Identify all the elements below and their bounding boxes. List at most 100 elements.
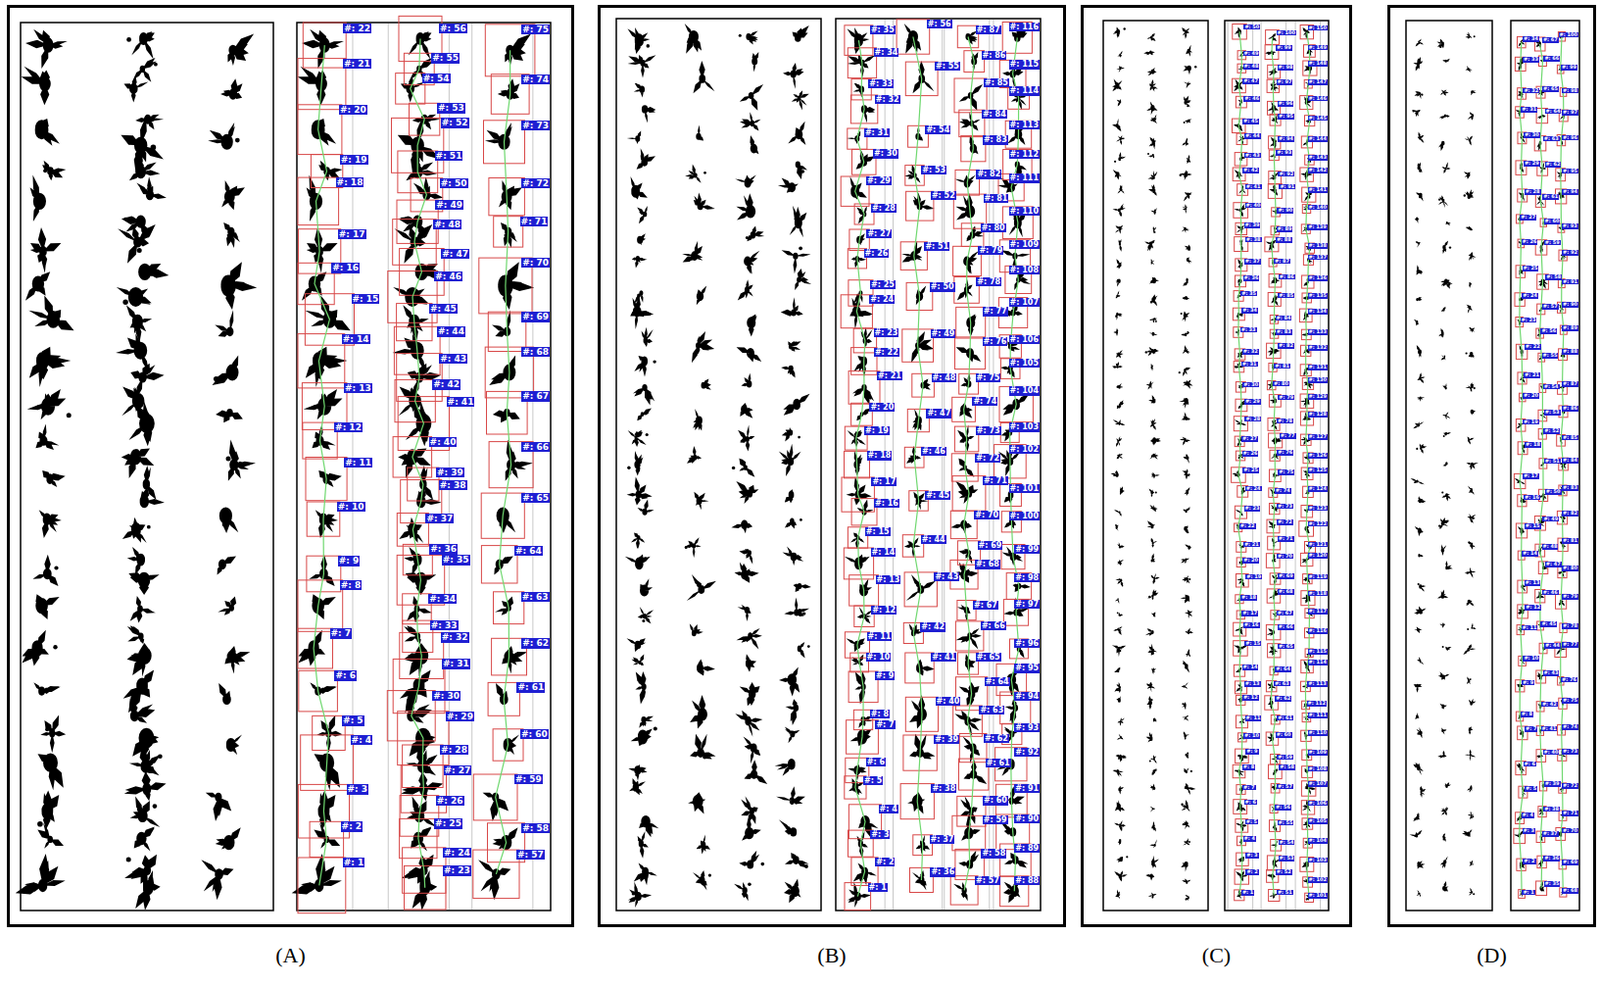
plant-silhouette (627, 131, 641, 145)
callout-number: #: 91 (1014, 783, 1040, 793)
callout-number: #: 57 (516, 849, 545, 860)
callout-number: #: 4 (1521, 812, 1535, 819)
plant-silhouette (311, 118, 337, 146)
callout-number: #: 74 (1561, 724, 1579, 730)
callout-number: #: 49 (1542, 516, 1559, 523)
plant-silhouette (1182, 380, 1193, 389)
plant-silhouette (309, 681, 337, 695)
callout-number: #: 78 (975, 277, 1002, 287)
callout-number: #: 25 (1522, 265, 1540, 272)
callout-number: #: 67 (972, 600, 999, 610)
plant-silhouette (741, 815, 762, 841)
plant-silhouette (1115, 135, 1125, 146)
callout-number: #: 45 (429, 303, 458, 314)
plant-silhouette (1146, 346, 1160, 356)
callout-number: #: 80 (1561, 565, 1579, 572)
plant-silhouette (778, 667, 800, 697)
noise-speck (637, 838, 641, 842)
callout-number: #: 6 (866, 757, 886, 767)
callout-number: #: 47 (1242, 78, 1260, 85)
callout-number: #: 138 (1308, 242, 1328, 249)
plant-silhouette (696, 833, 711, 854)
plant-silhouette (28, 295, 74, 332)
callout-number: #: 36 (1243, 275, 1261, 282)
plant-silhouette (1115, 754, 1127, 763)
plant-silhouette (628, 430, 647, 447)
plant-silhouette (637, 498, 655, 515)
plant-silhouette (1150, 504, 1159, 512)
plant-silhouette (129, 159, 161, 182)
noise-speck (1149, 759, 1152, 762)
callout-number: #: 68 (974, 559, 1001, 569)
noise-speck (1194, 65, 1197, 68)
plant-silhouette (1265, 240, 1276, 252)
plant-silhouette (1181, 820, 1190, 829)
plant-silhouette (1147, 520, 1156, 529)
callout-number: #: 13 (1244, 680, 1261, 687)
plant-silhouette (1468, 351, 1475, 359)
callout-number: #: 77 (1279, 433, 1297, 439)
plant-silhouette (633, 863, 658, 886)
callout-number: #: 20 (1522, 392, 1540, 399)
plant-silhouette (30, 174, 47, 222)
plant-silhouette (1147, 33, 1157, 42)
plant-silhouette (1414, 91, 1423, 99)
noise-speck (1188, 840, 1191, 843)
plant-silhouette (133, 57, 157, 83)
callout-number: #: 95 (1561, 168, 1579, 175)
plant-silhouette (1184, 244, 1191, 251)
callout-number: #: 31 (864, 128, 890, 138)
plant-silhouette (784, 727, 801, 744)
callout-number: #: 93 (1275, 149, 1293, 156)
plant-silhouette (740, 795, 758, 825)
callout-number: #: 42 (920, 622, 946, 631)
plant-silhouette (1114, 667, 1120, 674)
plant-silhouette (492, 408, 521, 423)
plant-silhouette (1264, 49, 1276, 55)
plant-silhouette (784, 488, 795, 504)
noise-speck (745, 236, 749, 240)
callout-number: #: 45 (924, 490, 951, 500)
callout-number: #: 40 (1245, 202, 1262, 209)
plant-silhouette (1115, 349, 1124, 358)
plant-silhouette (782, 393, 810, 416)
row-centerline (913, 37, 923, 881)
plant-silhouette (291, 853, 342, 895)
noise-speck (653, 727, 658, 731)
callout-number: #: 8 (870, 709, 890, 719)
noise-speck (1148, 595, 1151, 598)
plant-silhouette (1440, 278, 1454, 289)
callout-number: #: 6 (1244, 799, 1258, 806)
plant-silhouette (493, 556, 513, 576)
plant-silhouette (1467, 811, 1474, 821)
plant-silhouette (736, 346, 763, 362)
plant-silhouette (853, 355, 868, 377)
plant-silhouette (637, 606, 654, 624)
noise-speck (1118, 188, 1121, 191)
plant-silhouette (734, 562, 760, 583)
callout-number: #: 35 (870, 25, 896, 35)
plant-silhouette (1182, 453, 1190, 464)
callout-number: #: 22 (342, 23, 372, 34)
plant-silhouette (1462, 643, 1476, 655)
plant-silhouette (1439, 113, 1451, 119)
noise-speck (1182, 823, 1185, 825)
plant-silhouette (1237, 258, 1243, 269)
plant-silhouette (1440, 622, 1447, 629)
noise-speck (702, 755, 707, 760)
plant-silhouette (478, 859, 511, 900)
plant-silhouette (1117, 785, 1124, 795)
plant-silhouette (641, 104, 657, 123)
noise-speck (1439, 46, 1442, 49)
callout-number: #: 63 (521, 591, 550, 602)
plant-silhouette (696, 658, 716, 676)
noise-speck (652, 359, 656, 363)
plant-silhouette (120, 115, 164, 176)
plant-silhouette (632, 384, 655, 406)
callout-number: #: 42 (1242, 167, 1260, 174)
plant-silhouette (495, 682, 509, 705)
plant-silhouette (736, 628, 763, 650)
callout-number: #: 13 (875, 575, 902, 584)
plant-silhouette (124, 854, 157, 893)
plant-silhouette (957, 604, 971, 622)
